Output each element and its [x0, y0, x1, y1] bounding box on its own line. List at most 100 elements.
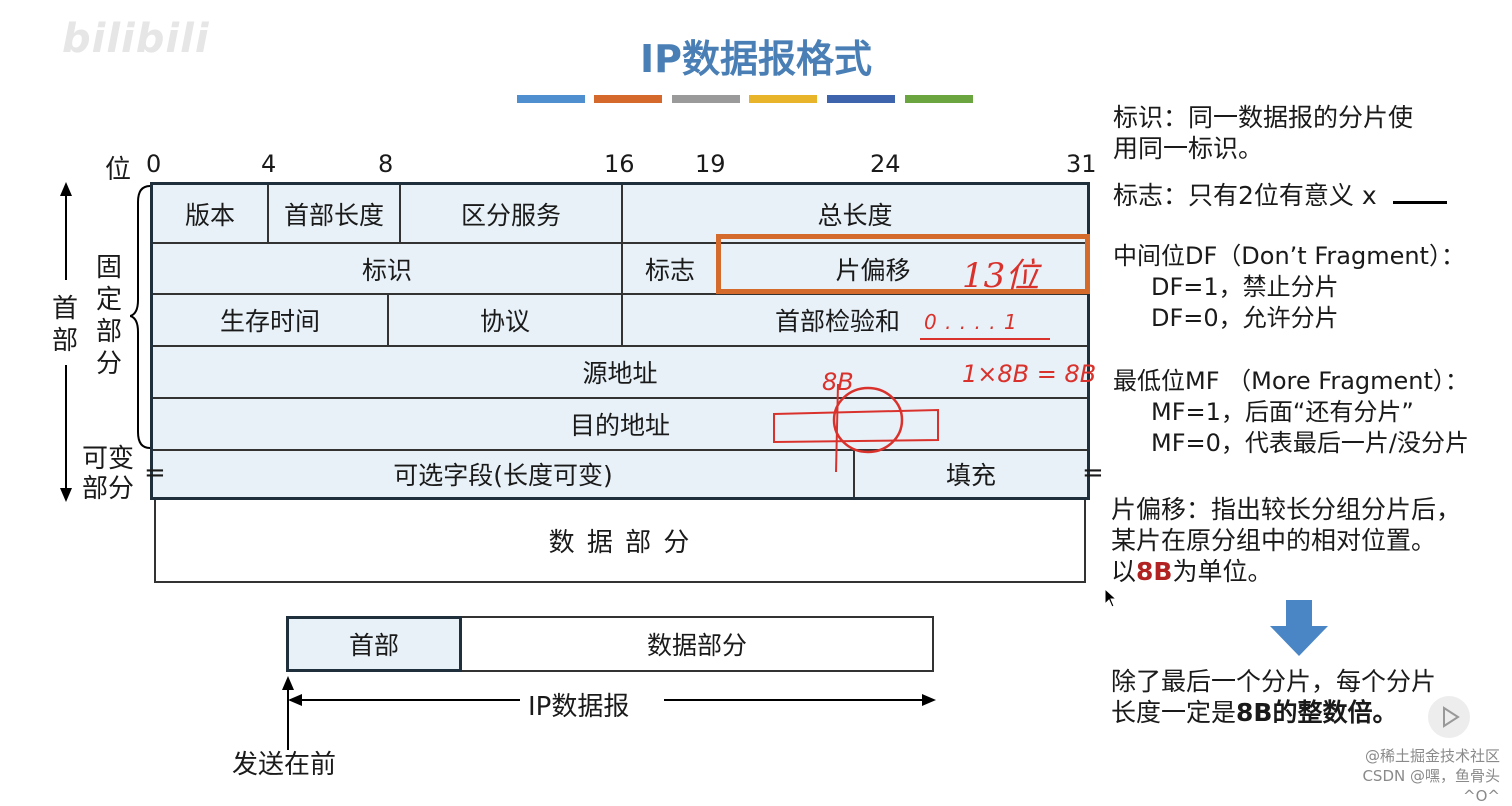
bit-tick-4: 4: [261, 150, 277, 178]
footer-watermark: @稀土掘金技术社区 CSDN @嘿，鱼骨头^O^: [1330, 746, 1500, 806]
field-protocol: 协议: [389, 295, 623, 345]
header-side-label: 首部: [52, 294, 79, 356]
title-bar-5: [827, 95, 895, 103]
play-icon: [1443, 706, 1460, 728]
field-identification-label: 标识: [361, 255, 412, 285]
data-section: 数 据 部 分: [154, 500, 1086, 583]
handwritten-underline: [920, 338, 1050, 340]
note-fragment-offset: 片偏移：指出较长分组分片后， 某片在原分组中的相对位置。 以8B为单位。: [1111, 494, 1461, 587]
field-header-length-label: 首部长度: [283, 200, 384, 230]
send-first-label: 发送在前: [232, 750, 337, 780]
header-range-arrow: [60, 182, 72, 502]
handwritten-checksum-note: 0 . . . . 1: [924, 310, 1018, 334]
note-offset-line2: 某片在原分组中的相对位置。: [1111, 526, 1437, 555]
bit-tick-24: 24: [870, 150, 901, 178]
handwritten-size-note: 1×8B = 8B: [962, 360, 1097, 388]
field-flags: 标志: [623, 244, 719, 293]
page-title: IP数据报格式: [640, 37, 872, 81]
bit-tick-0: 0: [146, 150, 162, 178]
note-mf-title: 最低位MF （More Fragment）：: [1113, 367, 1469, 395]
note-df-0: DF=0，允许分片: [1151, 304, 1339, 332]
note-flags-text: 标志：只有2位有意义 x: [1113, 181, 1377, 210]
field-header-length: 首部长度: [269, 185, 401, 242]
handwritten-13-bits: 13位: [962, 256, 1040, 296]
bit-tick-16: 16: [604, 150, 635, 178]
field-options: 可选字段(长度可变): [153, 451, 855, 497]
field-destination-address-label: 目的地址: [569, 411, 670, 440]
play-button[interactable]: [1428, 696, 1470, 738]
note-identification-line2: 用同一标识。: [1113, 134, 1264, 163]
note-df: 中间位DF（Don’t Fragment）： DF=1，禁止分片 DF=0，允许…: [1113, 241, 1465, 334]
field-version-label: 版本: [184, 200, 235, 230]
field-padding: 填充: [855, 451, 1087, 497]
note-offset-unit: 8B: [1136, 557, 1173, 586]
title-bar-2: [594, 95, 662, 103]
title-bar-3: [672, 95, 740, 103]
bit-tick-19: 19: [695, 150, 726, 178]
bilibili-logo: bilibili: [62, 16, 210, 62]
note-identification-line1: 标识：同一数据报的分片使: [1113, 103, 1414, 132]
field-checksum: 首部检验和: [623, 295, 1087, 345]
note-offset-line1: 片偏移：指出较长分组分片后，: [1111, 495, 1462, 524]
row-divider: [153, 397, 1087, 399]
bit-axis-label: 位: [105, 155, 132, 185]
title-bar-6: [905, 95, 973, 103]
note-identification: 标识：同一数据报的分片使 用同一标识。: [1113, 102, 1413, 164]
bit-tick-8: 8: [378, 150, 394, 178]
field-checksum-label: 首部检验和: [775, 307, 901, 336]
note-conclusion-prefix: 长度一定是: [1111, 698, 1237, 727]
note-df-1: DF=1，禁止分片: [1151, 273, 1339, 301]
row-divider: [153, 449, 1087, 451]
title-bar-4: [749, 95, 817, 103]
row-divider: [153, 293, 1087, 295]
fixed-part-brace: [130, 185, 151, 449]
note-mf: 最低位MF （More Fragment）： MF=1，后面“还有分片” MF=…: [1113, 366, 1469, 459]
datagram-span-arrow: [282, 676, 936, 750]
note-conclusion-line1: 除了最后一个分片，每个分片: [1111, 667, 1437, 696]
note-mf-0: MF=0，代表最后一片/没分片: [1151, 429, 1469, 457]
down-arrow-icon: [1270, 600, 1328, 656]
note-conclusion: 除了最后一个分片，每个分片 长度一定是8B的整数倍。: [1111, 666, 1436, 728]
options-break-mark-left: =: [144, 458, 166, 488]
bit-tick-31: 31: [1066, 150, 1097, 178]
datagram-header-label: 首部: [348, 631, 399, 660]
field-ttl-label: 生存时间: [219, 307, 320, 336]
field-flags-label: 标志: [644, 255, 695, 285]
note-flags-blanks: [1392, 187, 1447, 204]
row-divider: [153, 345, 1087, 347]
variable-part-label: 可变部分: [82, 444, 135, 504]
datagram-data: 数据部分: [462, 616, 934, 672]
field-padding-label: 填充: [945, 461, 996, 490]
field-dscp: 区分服务: [401, 185, 623, 242]
note-offset-prefix: 以: [1111, 557, 1137, 586]
field-destination-address: 目的地址: [153, 399, 1087, 449]
field-identification: 标识: [153, 244, 623, 293]
field-ttl: 生存时间: [153, 295, 389, 345]
field-protocol-label: 协议: [479, 307, 530, 336]
fragment-offset-highlight: [716, 234, 1090, 294]
handwritten-circle-sketch: [773, 383, 939, 473]
note-conclusion-line2: 长度一定是8B的整数倍。: [1111, 697, 1436, 728]
datagram-data-label: 数据部分: [646, 631, 747, 660]
field-source-address-label: 源地址: [582, 359, 658, 388]
footer-line-2: CSDN @嘿，鱼骨头^O^: [1362, 767, 1500, 805]
field-fragment-offset: 片偏移: [719, 244, 1087, 293]
note-offset-suffix: 为单位。: [1172, 557, 1273, 586]
note-flags: 标志：只有2位有意义 x: [1113, 180, 1447, 211]
field-total-length: 总长度: [623, 185, 1087, 242]
note-conclusion-bold: 8B的整数倍。: [1236, 698, 1398, 727]
note-offset-line3: 以8B为单位。: [1111, 556, 1461, 587]
field-fragment-offset-label: 片偏移: [835, 255, 911, 285]
note-df-title: 中间位DF（Don’t Fragment）：: [1113, 242, 1465, 270]
footer-line-1: @稀土掘金技术社区: [1364, 747, 1500, 765]
mouse-cursor-icon: [1104, 588, 1118, 608]
row-divider: [153, 242, 1087, 244]
field-source-address: 源地址: [153, 347, 1087, 397]
fixed-part-label: 固定部分: [96, 253, 123, 379]
title-bar-1: [517, 95, 585, 103]
data-section-label: 数 据 部 分: [548, 528, 692, 558]
field-total-length-label: 总长度: [817, 200, 893, 230]
datagram-header: 首部: [286, 616, 462, 672]
note-mf-1: MF=1，后面“还有分片”: [1151, 398, 1414, 426]
field-options-label: 可选字段(长度可变): [393, 461, 613, 490]
